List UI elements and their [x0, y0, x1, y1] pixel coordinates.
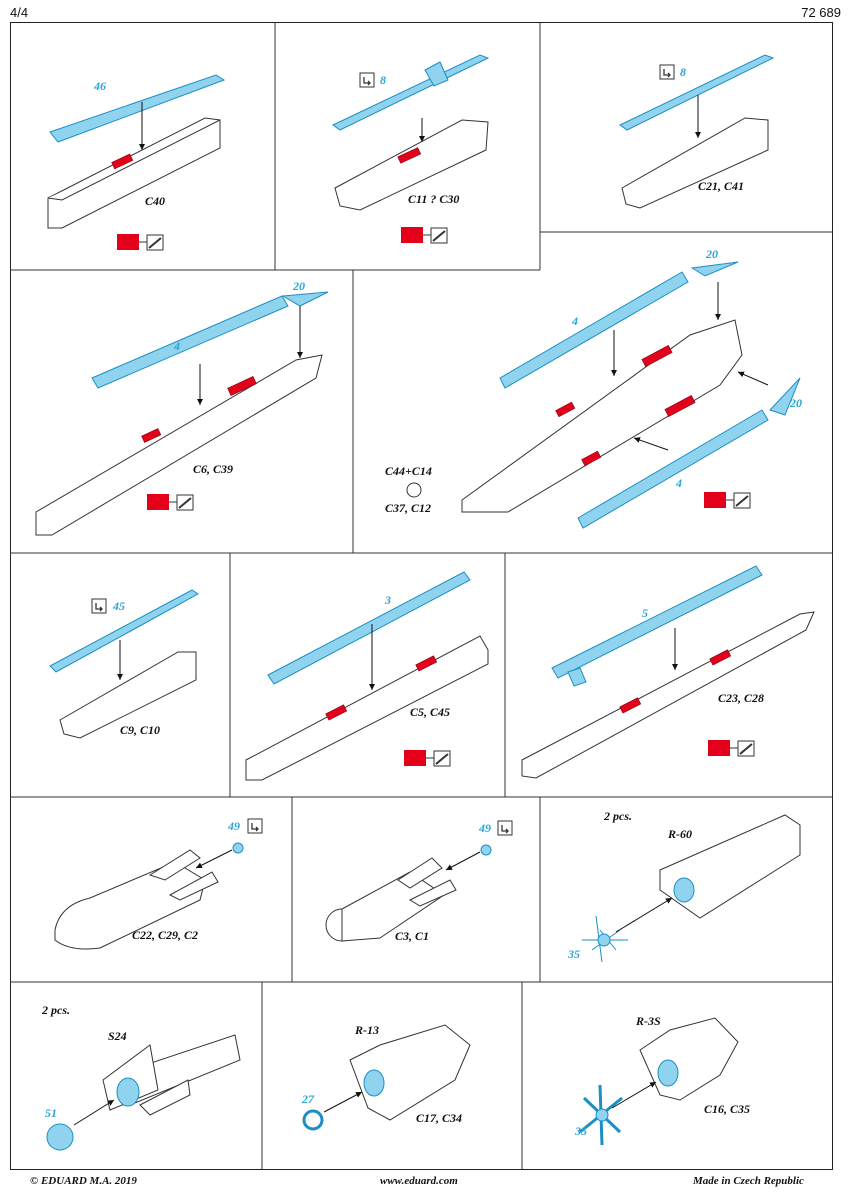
pe-part-number: 35	[574, 1124, 587, 1138]
pe-part-number: 35	[567, 947, 580, 961]
pe-strip-20	[281, 291, 329, 307]
missile-rear	[639, 1017, 739, 1101]
pe-strip-4-top	[499, 271, 689, 389]
pe-ring-27	[302, 1109, 324, 1131]
cell-s24: 2 pcs. S24 51	[41, 1003, 241, 1151]
part-label: C11 ? C30	[408, 192, 459, 206]
made-in: Made in Czech Republic	[693, 1175, 804, 1187]
pe-strip-4	[91, 295, 289, 389]
pe-part-number: 20	[705, 247, 718, 261]
assembly-label-top: C44+C14	[385, 464, 432, 478]
pe-part-number: 8	[380, 73, 386, 87]
pe-strip-3	[267, 571, 471, 685]
missile-rear	[349, 1024, 471, 1121]
part-label: C17, C34	[416, 1111, 462, 1125]
pylon-part	[621, 117, 769, 209]
pe-ring-49	[480, 844, 492, 856]
cell-c6: 4 20 C6, C39	[35, 279, 329, 536]
cell-r13: R-13 27 C17, C34	[301, 1023, 471, 1131]
grid-lines	[10, 22, 833, 1170]
part-label: C5, C45	[410, 705, 450, 719]
pe-strip-4-bottom	[577, 409, 769, 529]
missile-label: R-60	[667, 827, 692, 841]
pylon-part	[245, 635, 489, 781]
pe-part-number: 5	[642, 606, 648, 620]
cell-c9: 45 C9, C10	[49, 589, 199, 739]
pe-part-number: 20	[292, 279, 305, 293]
cell-c40: 46 C40	[47, 74, 226, 251]
pylon-part	[47, 117, 221, 229]
pe-part-number: 51	[45, 1106, 57, 1120]
cell-c21: 8 C21, C41	[619, 54, 775, 209]
pe-part-number: 8	[680, 65, 686, 79]
part-label: C21, C41	[698, 179, 744, 193]
pe-strip-8	[332, 54, 490, 131]
part-label: C16, C35	[704, 1102, 750, 1116]
pe-part-number: 4	[571, 314, 578, 328]
pe-part-number: 49	[227, 819, 240, 833]
page-number: 4/4	[10, 5, 29, 20]
quantity-label: 2 pcs.	[603, 809, 632, 823]
cell-c5: 3 C5, C45	[245, 571, 489, 781]
cell-c11: 8 C11 ? C30	[332, 54, 490, 244]
pe-strip-20-side	[769, 377, 801, 416]
part-label: C23, C28	[718, 691, 764, 705]
cell-c3: 49 C3, C1	[325, 820, 513, 943]
missile-label: S24	[108, 1029, 127, 1043]
part-label: C9, C10	[120, 723, 160, 737]
pe-strip-45	[49, 589, 199, 673]
instruction-frame	[10, 22, 833, 1170]
part-label: C3, C1	[395, 929, 429, 943]
part-label: C6, C39	[193, 462, 233, 476]
pylon-part	[59, 651, 197, 739]
catalog-number: 72 689	[801, 5, 841, 20]
pe-part-number: 49	[478, 821, 491, 835]
missile-label: R-13	[354, 1023, 379, 1037]
pe-strip-8	[619, 54, 775, 131]
pe-strip-20-top	[690, 261, 739, 277]
pe-part-number: 3	[384, 593, 391, 607]
copyright: © EDUARD M.A. 2019	[30, 1175, 137, 1187]
missile-body	[54, 861, 206, 950]
pe-strip-46	[49, 74, 226, 143]
website-link[interactable]: www.eduard.com	[380, 1175, 458, 1187]
quantity-label: 2 pcs.	[41, 1003, 70, 1017]
cell-r60: 2 pcs. R-60 35	[567, 809, 801, 963]
part-label: C40	[145, 194, 165, 208]
pe-part-number: 4	[675, 476, 682, 490]
cell-c23: 5 C23, C28	[521, 565, 815, 779]
pe-part-number: 27	[301, 1092, 315, 1106]
missile-label: R-3S	[635, 1014, 661, 1028]
pe-strip-5	[551, 565, 763, 679]
launch-rail	[659, 814, 801, 919]
pe-ring-49	[232, 842, 244, 854]
assembly-label-bottom: C37, C12	[385, 501, 431, 515]
pe-disc-51	[46, 1123, 74, 1151]
part-label: C22, C29, C2	[132, 928, 198, 942]
pylon-part	[521, 611, 815, 779]
pylon-part	[35, 354, 323, 536]
cell-c22: 49 C22, C29, C2	[54, 818, 263, 950]
pe-part-number: 20	[789, 396, 802, 410]
pe-part-number: 45	[112, 599, 125, 613]
cell-c44: 4 20 20 4 C44+C14 C37, C12	[385, 247, 802, 529]
pe-part-number: 4	[173, 339, 180, 353]
pylon-part	[334, 119, 489, 211]
pe-part-number: 46	[93, 79, 106, 93]
cell-r3s: R-3S 35 C16, C35	[574, 1014, 750, 1146]
pylon-assembly	[461, 319, 743, 513]
